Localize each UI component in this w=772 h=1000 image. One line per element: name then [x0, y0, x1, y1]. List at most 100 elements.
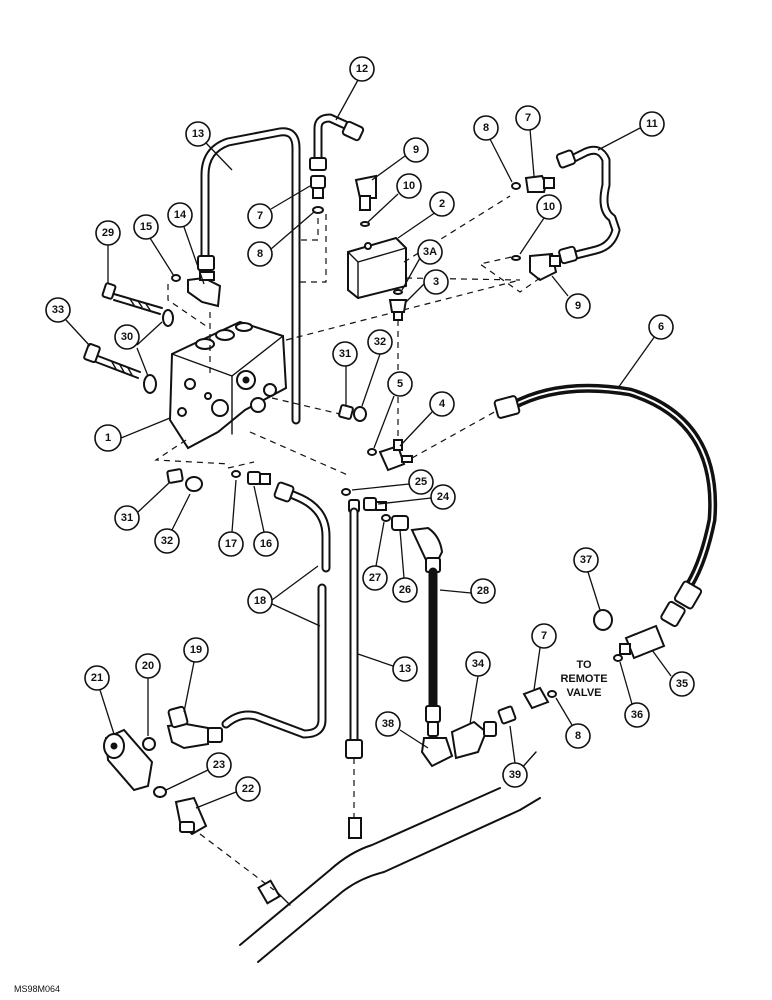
svg-text:36: 36 [631, 709, 643, 721]
callout-9a: 9 [371, 137, 429, 181]
svg-text:20: 20 [142, 660, 154, 672]
pipe-18 [221, 481, 331, 739]
mounting-bolts [83, 282, 174, 394]
svg-text:17: 17 [225, 538, 237, 550]
fitting-7-lower [522, 686, 557, 710]
svg-text:15: 15 [140, 221, 152, 233]
hose-28 [410, 526, 444, 737]
fitting-9-right [478, 252, 561, 293]
callout-7b: 7 [515, 105, 541, 177]
callout-30: 30 [114, 321, 163, 377]
svg-text:7: 7 [525, 112, 531, 124]
svg-text:7: 7 [541, 630, 547, 642]
svg-text:1: 1 [105, 432, 111, 444]
fitting-34 [450, 705, 517, 760]
svg-text:32: 32 [161, 535, 173, 547]
fitting-7-center [296, 175, 327, 283]
callout-13b: 13 [357, 653, 418, 682]
callout-35: 35 [651, 649, 695, 697]
callout-8b: 8 [473, 115, 513, 183]
callout-7c: 7 [531, 623, 557, 691]
svg-text:25: 25 [415, 476, 427, 488]
callout-36: 36 [619, 661, 650, 728]
svg-text:6: 6 [658, 321, 664, 333]
svg-text:3: 3 [433, 276, 439, 288]
pipe-12 [309, 113, 365, 171]
svg-text:26: 26 [399, 584, 411, 596]
svg-text:7: 7 [257, 210, 263, 222]
svg-text:19: 19 [190, 644, 202, 656]
callout-22: 22 [195, 776, 261, 809]
callout-34: 34 [465, 651, 491, 725]
callout-32a: 32 [361, 329, 393, 407]
pipe-13 [197, 127, 301, 425]
callout-6: 6 [617, 314, 674, 389]
callout-25: 25 [351, 469, 434, 495]
elbow-38 [420, 737, 454, 768]
svg-text:10: 10 [403, 180, 415, 192]
callout-8a: 8 [247, 211, 315, 267]
svg-text:21: 21 [91, 672, 103, 684]
drawing-code: MS98M064 [14, 984, 60, 994]
svg-text:24: 24 [437, 491, 450, 503]
svg-text:8: 8 [575, 730, 581, 742]
svg-text:5: 5 [397, 378, 403, 390]
svg-text:8: 8 [257, 248, 263, 260]
note-line-1: TO [576, 659, 592, 671]
svg-text:14: 14 [174, 209, 187, 221]
remote-valve-note: TO REMOTE VALVE [560, 659, 607, 699]
callout-28: 28 [439, 578, 496, 604]
svg-text:10: 10 [543, 201, 555, 213]
fitting-14 [167, 271, 222, 378]
svg-text:39: 39 [509, 769, 521, 781]
svg-text:33: 33 [52, 304, 64, 316]
svg-text:35: 35 [676, 678, 688, 690]
svg-text:13: 13 [192, 128, 204, 140]
svg-text:9: 9 [413, 144, 419, 156]
svg-text:13: 13 [399, 663, 411, 675]
callout-10b: 10 [519, 194, 562, 255]
fitting-3 [388, 289, 408, 440]
plugs-31-32-left [166, 468, 203, 492]
svg-text:11: 11 [646, 118, 658, 130]
callout-13a: 13 [185, 121, 233, 171]
callout-3: 3 [405, 269, 449, 303]
callout-27: 27 [362, 521, 388, 591]
callout-16: 16 [253, 485, 279, 557]
callout-38: 38 [375, 711, 429, 749]
callout-29: 29 [95, 220, 121, 284]
svg-text:2: 2 [439, 198, 445, 210]
callout-39: 39 [502, 725, 528, 788]
callout-12: 12 [335, 56, 375, 121]
svg-text:3A: 3A [423, 246, 437, 258]
svg-text:16: 16 [260, 538, 272, 550]
callout-4: 4 [399, 391, 455, 447]
svg-text:31: 31 [339, 348, 351, 360]
chassis-frame [239, 751, 541, 963]
svg-text:31: 31 [121, 512, 133, 524]
svg-text:38: 38 [382, 718, 394, 730]
svg-text:8: 8 [483, 122, 489, 134]
callout-14: 14 [167, 202, 205, 285]
callout-19: 19 [183, 637, 209, 713]
callout-11: 11 [597, 111, 665, 151]
callout-24: 24 [377, 484, 456, 510]
ring-23 [153, 786, 167, 798]
svg-text:32: 32 [374, 336, 386, 348]
svg-text:30: 30 [121, 331, 133, 343]
callout-1: 1 [94, 417, 171, 452]
fitting-7-right [511, 174, 555, 193]
callout-10a: 10 [367, 173, 422, 223]
svg-text:12: 12 [356, 63, 368, 75]
svg-text:37: 37 [580, 554, 592, 566]
callout-37: 37 [573, 547, 601, 611]
callout-7a: 7 [247, 185, 311, 229]
callout-17: 17 [218, 479, 244, 557]
callout-15: 15 [133, 214, 175, 277]
ring-20 [142, 737, 156, 751]
callout-31a: 31 [332, 341, 358, 406]
fitting-35 [593, 609, 666, 662]
callout-31b: 31 [114, 481, 171, 531]
pipe-13-lower [345, 499, 363, 818]
